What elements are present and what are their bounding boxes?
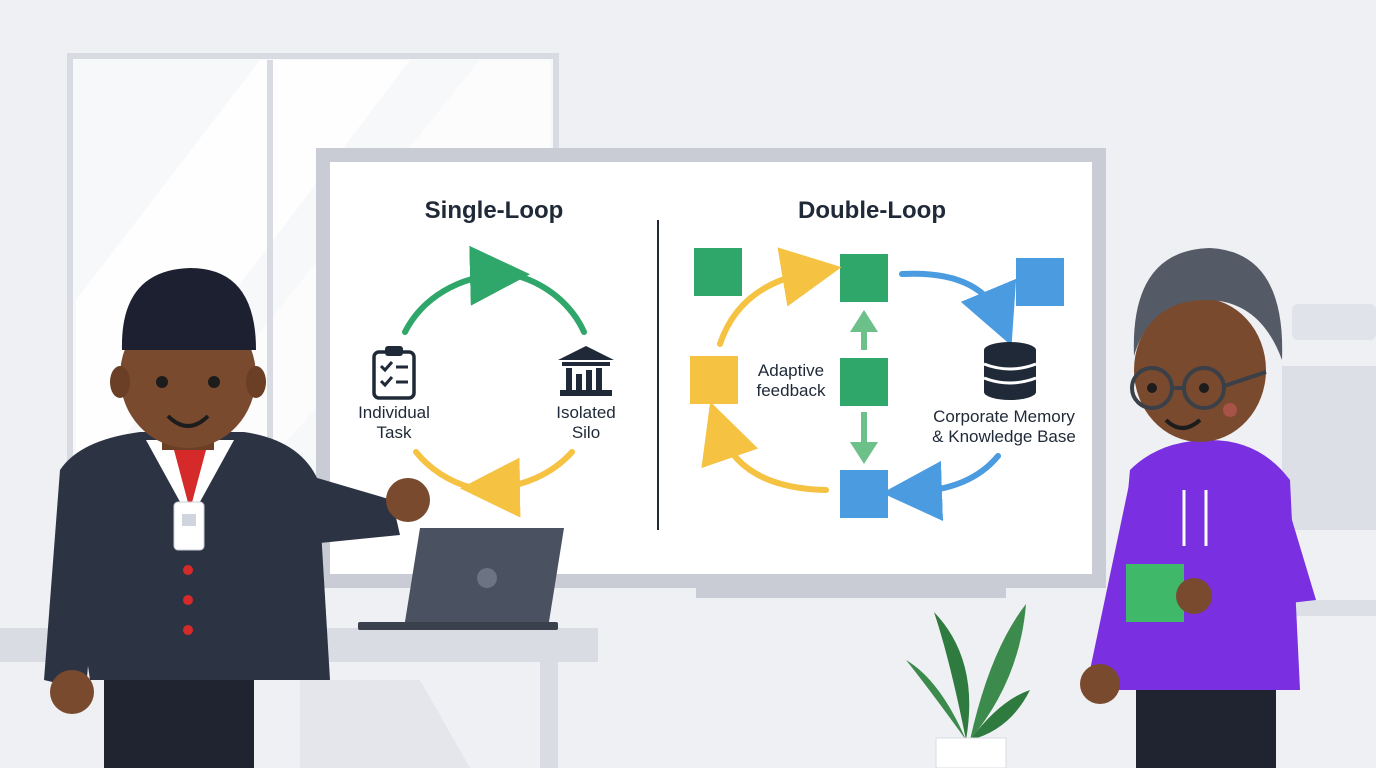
adaptive-feedback-label-line1: Adaptive	[758, 361, 824, 380]
single-loop-title: Single-Loop	[425, 197, 564, 224]
individual-task-label-line2: Task	[377, 423, 412, 442]
yellow-arc-arrow	[701, 401, 829, 493]
yellow-arc-arrow	[717, 247, 842, 347]
isolated-silo-label-line1: Isolated	[556, 403, 616, 422]
clipboard-checklist-icon	[372, 346, 416, 400]
sticky-note-blue	[840, 470, 888, 518]
beanie	[1133, 248, 1283, 360]
wall-panels	[1282, 304, 1376, 616]
sticky-note-green	[694, 248, 742, 296]
laptop	[358, 528, 564, 630]
database-icon	[983, 342, 1037, 400]
sticky-note-blue	[1016, 258, 1064, 306]
yellow-arc	[413, 449, 475, 491]
presenter-man	[44, 268, 430, 768]
green-arc-arrow	[402, 245, 530, 335]
double-loop-title: Double-Loop	[798, 197, 946, 224]
sticky-note-green	[840, 358, 888, 406]
sticky-note-green-held	[1126, 564, 1184, 622]
green-arc	[515, 273, 587, 335]
individual-task-label-line1: Individual	[358, 403, 430, 422]
single-loop-diagram: Single-Loop Individual Task Isolated Sil…	[358, 197, 616, 518]
sticky-note-yellow	[690, 356, 738, 404]
isolated-silo-label-line2: Silo	[572, 423, 600, 442]
plant	[906, 604, 1030, 768]
blue-arc-arrow	[882, 453, 1001, 521]
cap	[121, 268, 256, 350]
corporate-memory-label-line1: Corporate Memory	[933, 407, 1075, 426]
sticky-note-green	[840, 254, 888, 302]
person-right	[1080, 248, 1316, 768]
bank-building-icon	[558, 346, 614, 396]
yellow-arc-arrow	[460, 449, 575, 518]
blue-arc-arrow	[899, 270, 1017, 346]
double-loop-diagram: Double-Loop Adaptive feedback Corporate …	[690, 197, 1076, 521]
adaptive-feedback-label-line2: feedback	[757, 381, 826, 400]
corporate-memory-label-line2: & Knowledge Base	[932, 427, 1076, 446]
